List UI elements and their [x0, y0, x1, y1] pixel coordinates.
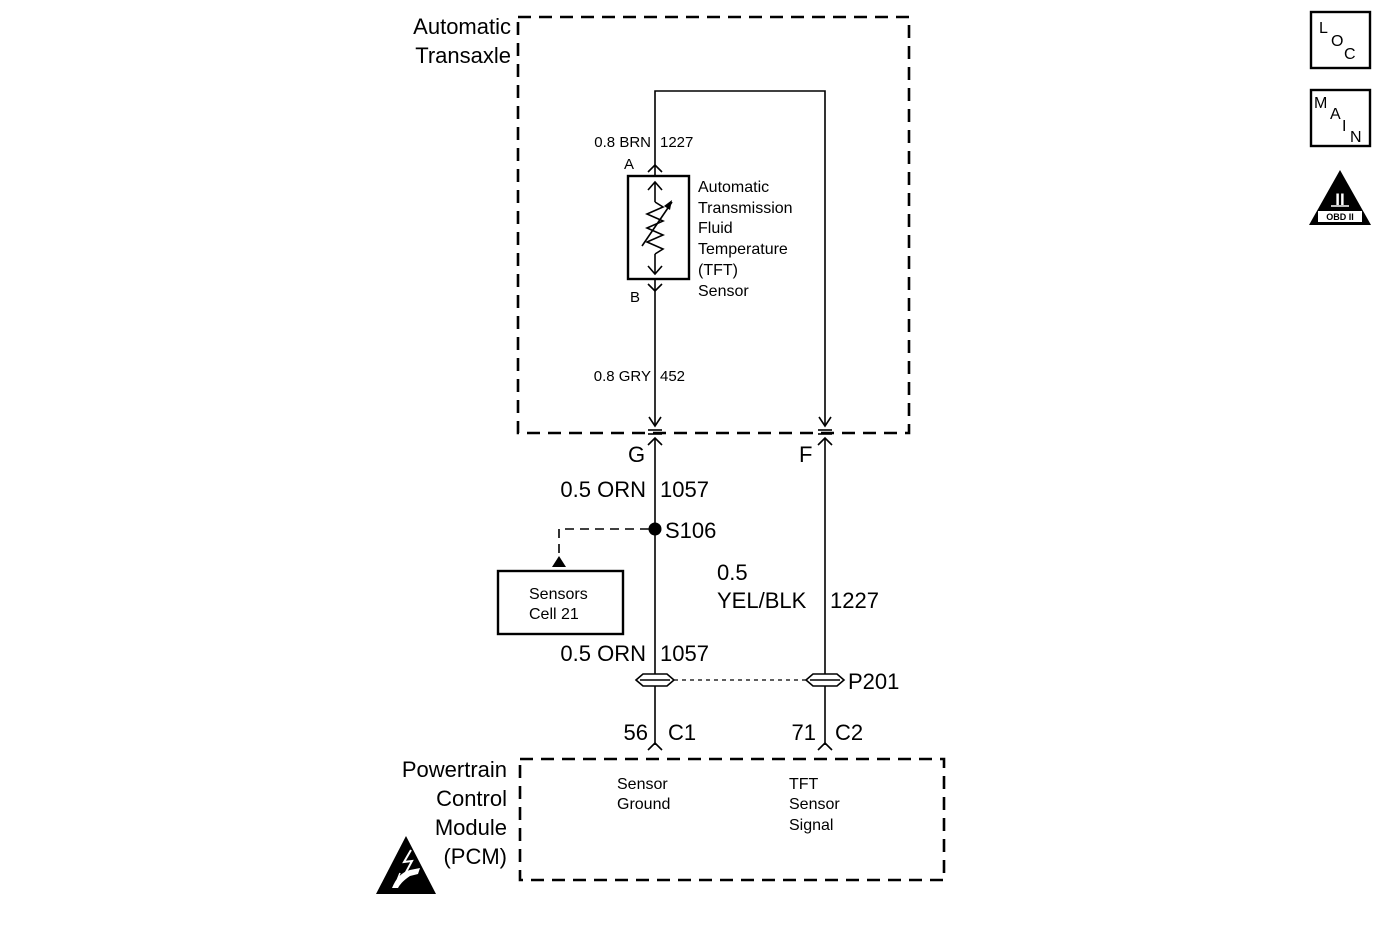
sensor-label-line3: Fluid	[698, 220, 733, 237]
wire-brn-size: 0.8 BRN	[594, 134, 651, 151]
pcm-boundary	[518, 757, 946, 882]
sensors-ref-line2: Cell 21	[529, 606, 579, 623]
sensors-cell-21-link[interactable]: Sensors Cell 21	[496, 569, 625, 636]
pcm-component: Powertrain Control Module (PCM) Sensor G…	[376, 757, 946, 894]
wire-brn-circuit: 1227	[660, 134, 693, 151]
wire-yel-circuit: 1227	[830, 588, 879, 613]
main-icon[interactable]: M A I N	[1309, 88, 1372, 148]
c2-label: C2	[835, 720, 863, 745]
splice-label: S106	[665, 518, 716, 543]
pcm-label-line4: (PCM)	[443, 844, 507, 869]
sensor-label-line1: Automatic	[698, 179, 769, 196]
pcm-ground-line2: Ground	[617, 796, 670, 813]
connector-g-label: G	[628, 442, 645, 467]
wire-gry-size: 0.8 GRY	[594, 368, 651, 385]
wire-yel-color: YEL/BLK	[717, 588, 807, 613]
obd-ii-icon[interactable]: II OBD II	[1309, 170, 1371, 225]
sensor-label-line6: Sensor	[698, 283, 749, 300]
sensor-label-line4: Temperature	[698, 241, 788, 258]
thermistor-symbol	[641, 180, 673, 276]
pcm-ground-line1: Sensor	[617, 776, 668, 793]
connector-f-label: F	[799, 442, 812, 467]
pcm-signal-line2: Sensor	[789, 796, 840, 813]
reference-arrow-icon	[552, 556, 566, 567]
wire-orn-lower-circuit: 1057	[660, 641, 709, 666]
pcm-label-line3: Module	[435, 815, 507, 840]
arrow-f-in	[818, 416, 832, 428]
sensor-label-line5: (TFT)	[698, 262, 738, 279]
transaxle-label-line1: Automatic	[413, 14, 511, 39]
c1-label: C1	[668, 720, 696, 745]
internal-wiring: 0.8 BRN 1227 0.8 GRY 452	[594, 90, 832, 428]
obd-roman-numeral: II	[1335, 190, 1344, 209]
transaxle-label-line2: Transaxle	[415, 43, 511, 68]
pcm-label-line2: Control	[436, 786, 507, 811]
external-wiring: 0.5 ORN 1057 0.5 YEL/BLK 1227 0.5 ORN 10…	[560, 438, 879, 745]
transaxle-connector: G F	[628, 429, 833, 467]
wire-brn-1227	[654, 90, 826, 425]
sensors-cell-21-box[interactable]	[496, 569, 625, 636]
terminal-b-chevron	[647, 283, 663, 293]
splice-reference-line	[558, 528, 649, 558]
wire-yel-size: 0.5	[717, 560, 748, 585]
connector-p201: P201	[634, 669, 899, 694]
wire-orn-upper-size: 0.5 ORN	[560, 477, 646, 502]
wire-orn-upper-circuit: 1057	[660, 477, 709, 502]
pcm-connectors: 56 C1 71 C2	[624, 720, 863, 751]
pin-56-label: 56	[624, 720, 648, 745]
splice-dot	[648, 522, 662, 536]
sensors-ref-line1: Sensors	[529, 586, 588, 603]
svg-text:C: C	[1344, 46, 1356, 63]
terminal-a-label: A	[624, 156, 634, 173]
tft-sensor: A B Automatic Transmission Fluid Tempera…	[624, 156, 793, 306]
splice-s106: S106	[552, 518, 716, 567]
svg-text:I: I	[1342, 118, 1346, 135]
pcm-signal-line3: Signal	[789, 817, 833, 834]
sensor-label-line2: Transmission	[698, 200, 793, 217]
svg-text:O: O	[1331, 33, 1343, 50]
pcm-signal-line1: TFT	[789, 776, 819, 793]
svg-text:N: N	[1350, 129, 1362, 146]
p201-pin-2	[804, 673, 846, 687]
svg-text:A: A	[1330, 106, 1341, 123]
c1-chevron	[647, 741, 663, 751]
esd-warning-icon	[376, 836, 436, 894]
wire-orn-lower-size: 0.5 ORN	[560, 641, 646, 666]
tft-sensor-body	[626, 174, 691, 281]
c2-chevron	[817, 741, 833, 751]
svg-text:M: M	[1314, 95, 1327, 112]
wire-gry-circuit: 452	[660, 368, 685, 385]
p201-pin-1	[634, 673, 676, 687]
obd-label: OBD II	[1326, 212, 1354, 222]
pcm-label-line1: Powertrain	[402, 757, 507, 782]
p201-label: P201	[848, 669, 899, 694]
transaxle-boundary	[516, 15, 911, 435]
pin-71-label: 71	[792, 720, 816, 745]
loc-icon[interactable]: L O C	[1309, 10, 1372, 70]
svg-text:L: L	[1319, 20, 1328, 37]
arrow-g-in	[648, 416, 662, 428]
transaxle-component: Automatic Transaxle	[413, 14, 911, 435]
terminal-b-label: B	[630, 289, 640, 306]
